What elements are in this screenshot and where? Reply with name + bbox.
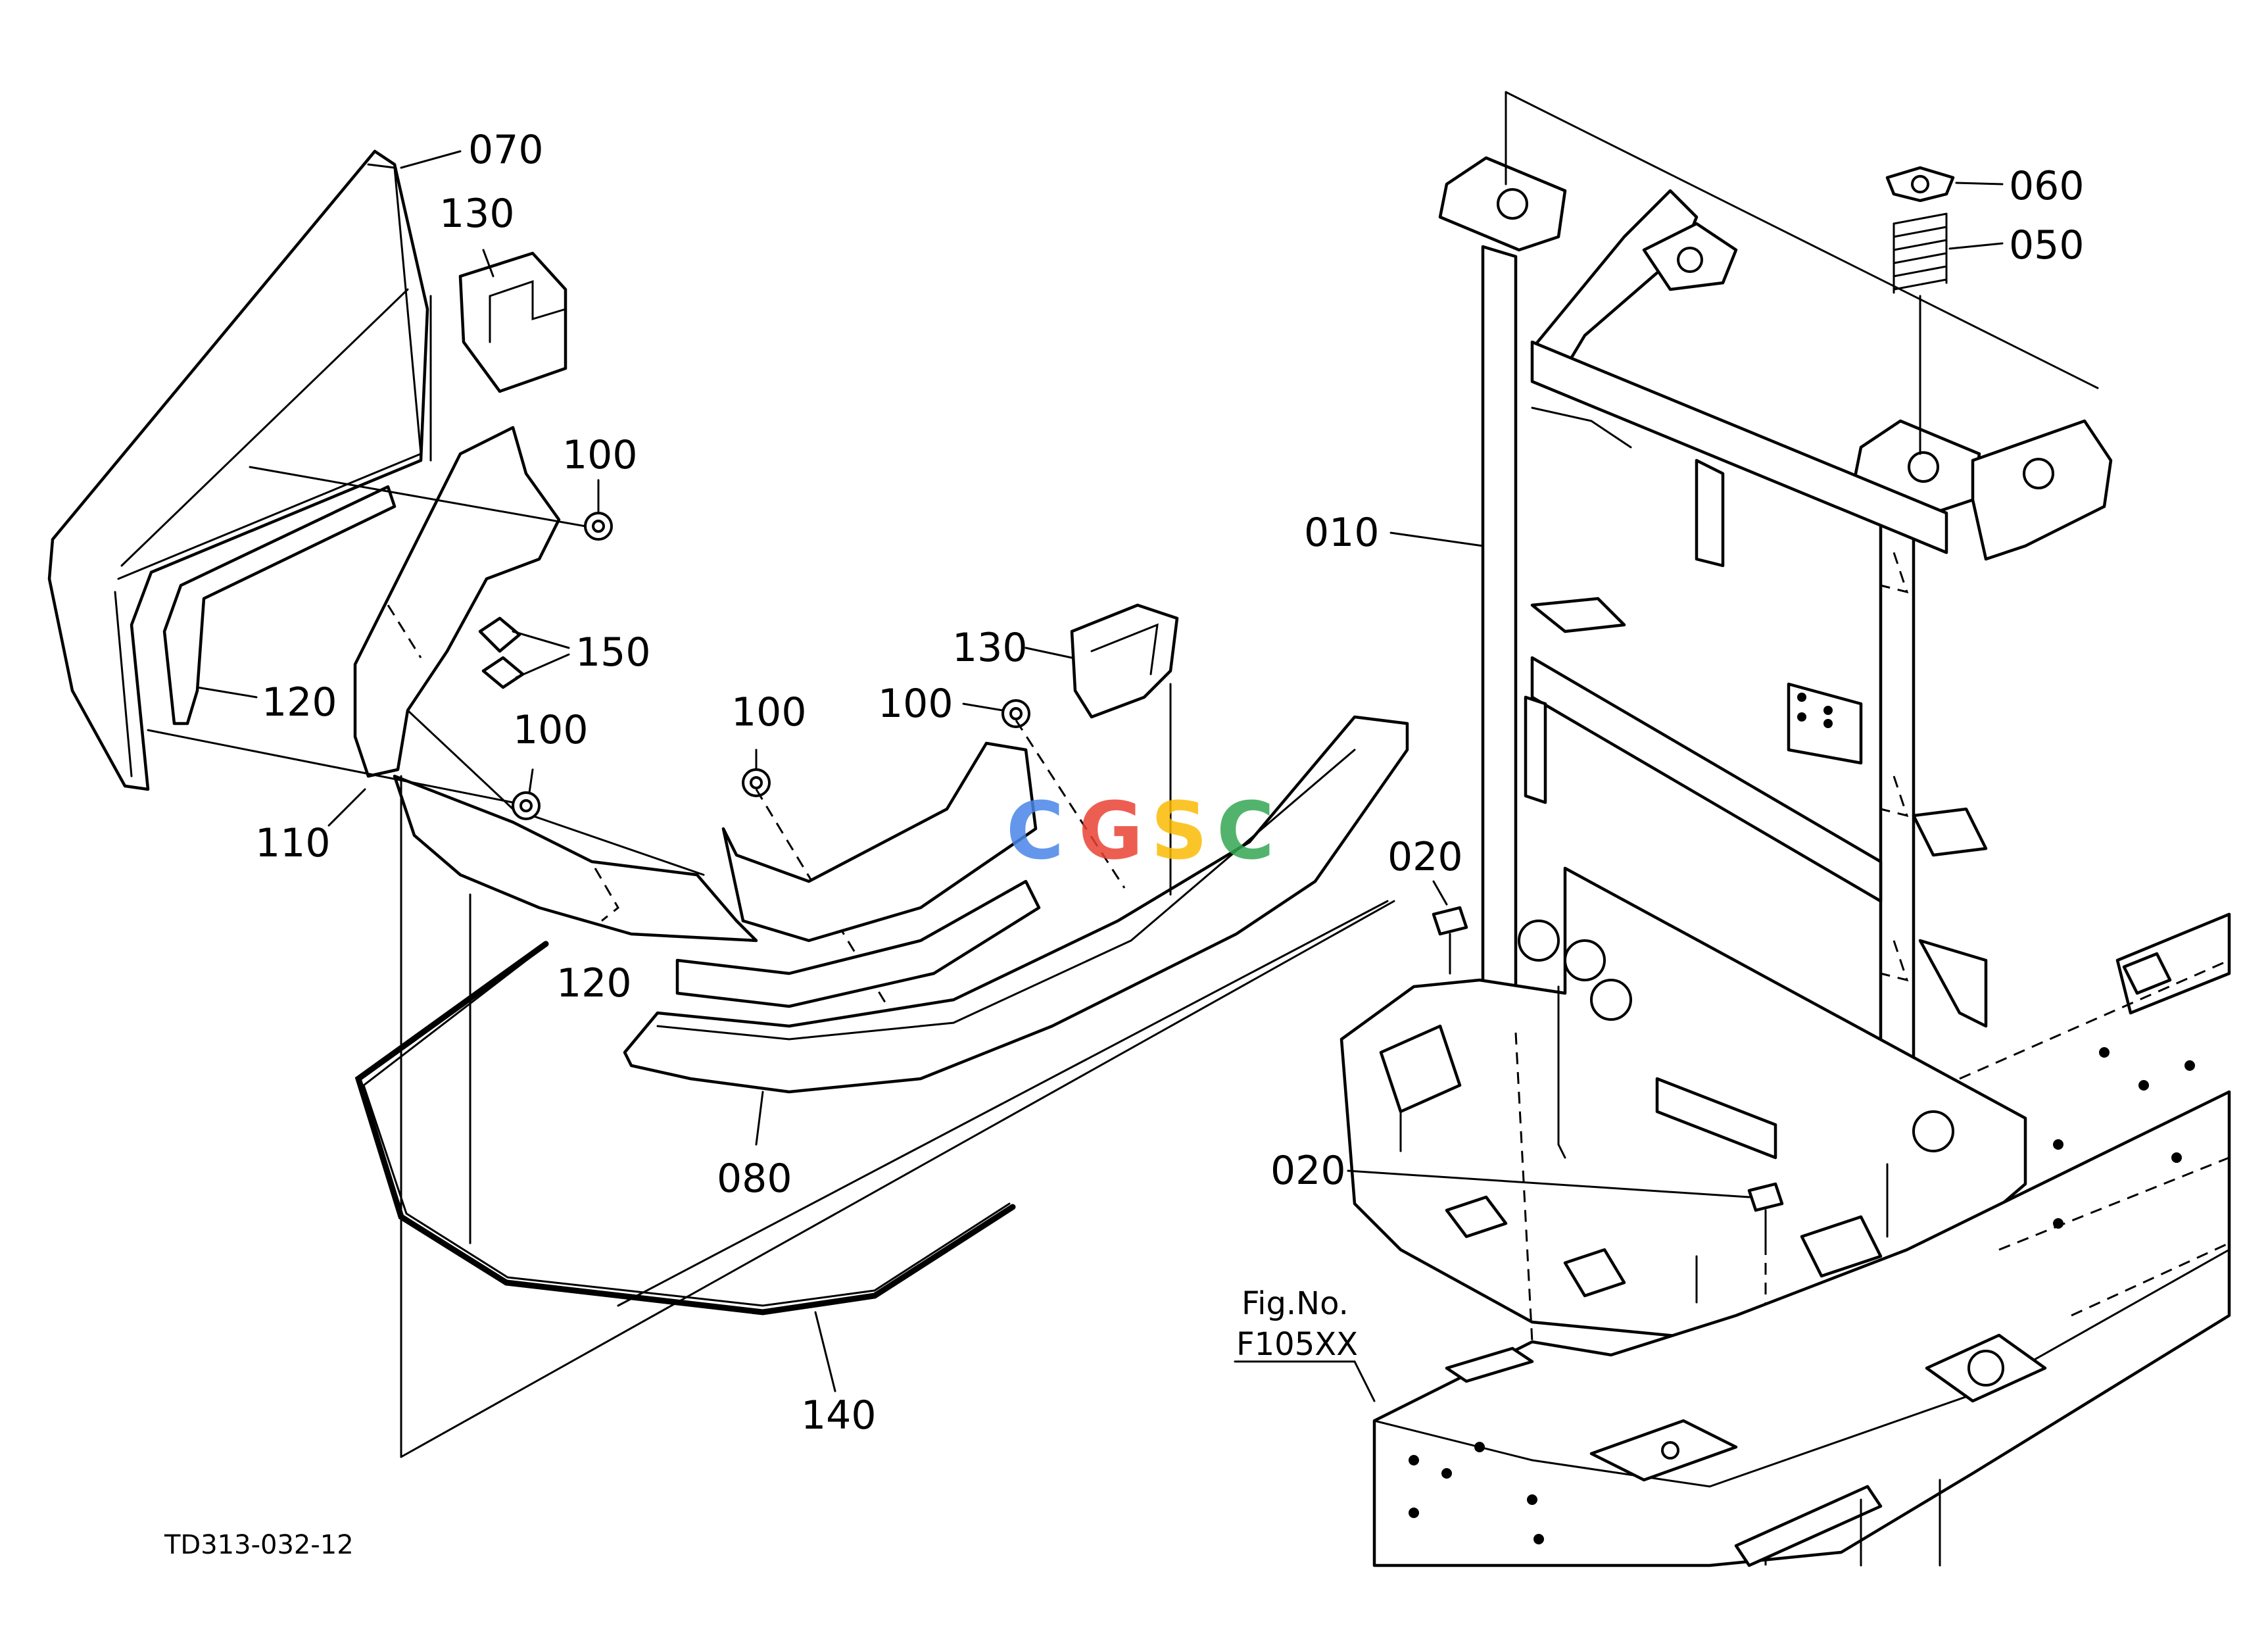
leader-lines	[196, 150, 2004, 1402]
guard-wire-140	[354, 941, 1016, 1315]
callout-100-upper: 100	[562, 432, 638, 478]
rubber-strip-120-left	[162, 485, 397, 725]
clip-150-b	[481, 656, 525, 689]
callout-020-upper: 020	[1387, 834, 1463, 880]
watermark-letter-1: C	[1006, 786, 1064, 877]
bolt-020-lower	[1747, 1182, 1784, 1244]
clip-150-a	[478, 616, 521, 653]
watermark-letter-3: S	[1151, 786, 1207, 877]
callout-080: 080	[717, 1156, 792, 1202]
pad-block-130-upper	[458, 251, 567, 393]
callout-130-middle: 130	[952, 625, 1028, 671]
callout-130-upper: 130	[439, 191, 515, 237]
callout-070: 070	[468, 127, 544, 173]
nut-100-d	[1001, 699, 1030, 728]
callout-100-middle: 100	[731, 689, 807, 735]
drawing-code: TD313-032-12	[164, 1530, 354, 1560]
side-cover-070	[47, 149, 429, 791]
callout-120-middle: 120	[556, 960, 632, 1006]
cap-060	[1885, 166, 1955, 203]
front-bumper-080	[623, 715, 1409, 1094]
callout-060: 060	[2009, 163, 2085, 209]
watermark-letter-4: C	[1217, 786, 1274, 877]
battery-base-plate	[1339, 866, 2027, 1344]
callout-140: 140	[801, 1392, 877, 1438]
callout-120-left: 120	[262, 679, 337, 725]
center-bracket	[675, 741, 1041, 1008]
frame-cross-members	[1524, 340, 1988, 1028]
callout-100-right: 100	[878, 681, 953, 727]
figure-ref-number: F105XX	[1236, 1326, 1358, 1363]
frame-post-left	[1438, 156, 1567, 1035]
tractor-frame-f105xx	[1372, 912, 2231, 1567]
bolt-020-upper	[1432, 906, 1468, 975]
frame-top-bracket	[1530, 189, 1738, 370]
nut-100-b	[512, 791, 541, 820]
spring-050	[1893, 212, 1948, 294]
callout-050: 050	[2009, 222, 2085, 268]
pad-block-130-middle	[1070, 603, 1179, 719]
callout-010: 010	[1304, 510, 1380, 556]
figure-ref-label: Fig.No.	[1242, 1285, 1349, 1322]
callout-110: 110	[255, 820, 331, 866]
callout-100-left: 100	[513, 707, 589, 753]
callout-020-lower: 020	[1270, 1148, 1346, 1194]
watermark-logo: C G S C	[1006, 786, 1274, 877]
callout-150: 150	[575, 629, 651, 676]
watermark-letter-2: G	[1078, 786, 1144, 877]
nut-100-a	[584, 512, 613, 541]
nut-100-c	[742, 768, 771, 797]
bracket-frame-110	[353, 426, 758, 943]
